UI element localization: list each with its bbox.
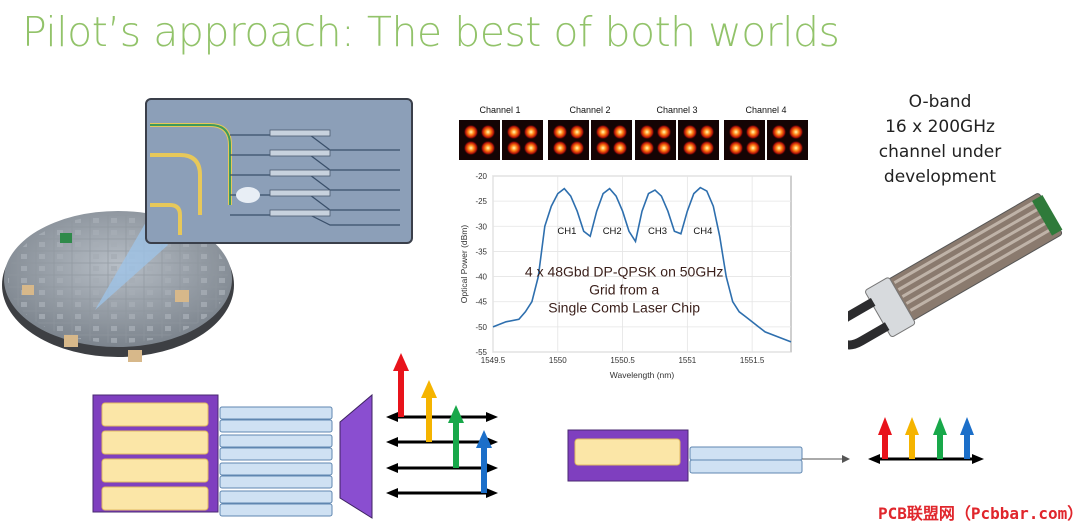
eye-panel <box>678 120 719 160</box>
bidirectional-arrow <box>386 412 498 422</box>
bidirectional-arrow <box>386 488 498 498</box>
y-tick-label: -25 <box>475 197 487 206</box>
pic-zoom-panel <box>145 98 413 244</box>
eye-panel <box>724 120 765 160</box>
eye-panel <box>502 120 543 160</box>
x-tick-label: 1550 <box>549 356 567 365</box>
transceiver-module <box>848 193 1063 350</box>
plot-area <box>492 175 792 353</box>
channel-label: Channel 3 <box>656 105 697 115</box>
eye-panel <box>459 120 500 160</box>
wavelength-arrow <box>960 417 974 459</box>
y-tick-label: -20 <box>475 172 487 181</box>
eye-panel <box>767 120 808 160</box>
bidirectional-arrow <box>868 454 984 464</box>
laser-cell <box>101 458 209 483</box>
bidirectional-arrow <box>386 463 498 473</box>
laser-cell <box>101 486 209 511</box>
x-tick-label: 1550.5 <box>610 356 635 365</box>
chart-annotation: 4 x 48Gbd DP-QPSK on 50GHz <box>525 264 723 280</box>
wavelength-arrow <box>878 417 892 459</box>
oband-line: 16 x 200GHz <box>885 117 995 137</box>
oband-line: development <box>883 167 997 187</box>
spectrum-line <box>492 186 792 343</box>
laser-cell <box>574 438 681 466</box>
peak-label: CH2 <box>603 226 622 237</box>
wavelength-arrow <box>393 353 409 417</box>
chart-annotation: Grid from a <box>589 282 659 298</box>
wavelength-arrow <box>476 430 492 493</box>
y-axis-label: Optical Power (dBm) <box>459 225 469 304</box>
y-tick-label: -50 <box>475 323 487 332</box>
watermark: PCB联盟网（Pcbbar.com） <box>878 504 1080 523</box>
eye-panel <box>591 120 632 160</box>
wavelength-arrow <box>905 417 919 459</box>
x-axis-label: Wavelength (nm) <box>610 370 675 380</box>
oband-line: channel under <box>878 142 1002 162</box>
slide-title: Pilot’s approach: The best of both world… <box>22 8 840 56</box>
peak-label: CH3 <box>648 226 667 237</box>
channel-eye-images: Channel 1 Channel 2 Channel 3 Channel 4 <box>459 105 808 160</box>
peak-label: CH4 <box>693 226 712 237</box>
peak-label: CH1 <box>557 226 576 237</box>
x-tick-label: 1551 <box>678 356 696 365</box>
oband-line: O-band <box>908 92 972 112</box>
wafer-illustration <box>2 98 413 362</box>
channel-label: Channel 1 <box>479 105 520 115</box>
chart-annotation: Single Comb Laser Chip <box>548 300 700 316</box>
y-tick-label: -45 <box>475 298 487 307</box>
y-tick-label: -40 <box>475 273 487 282</box>
channel-label: Channel 4 <box>745 105 786 115</box>
wavelength-arrow <box>933 417 947 459</box>
channel-label: Channel 2 <box>569 105 610 115</box>
laser-cell <box>101 402 209 427</box>
y-tick-label: -55 <box>475 348 487 357</box>
wavelength-arrow <box>421 380 437 442</box>
y-tick-label: -35 <box>475 247 487 256</box>
laser-cell <box>101 430 209 455</box>
x-tick-label: 1551.5 <box>740 356 765 365</box>
multi-laser-diagram <box>92 353 498 519</box>
comb-laser-diagram <box>567 417 984 482</box>
y-tick-label: -30 <box>475 222 487 231</box>
x-tick-label: 1549.5 <box>481 356 506 365</box>
mux <box>339 393 373 519</box>
spectrum-chart: 1549.5 1550 1550.5 1551 1551.5 -20 -25 -30 -35 -4… <box>459 172 792 380</box>
oband-description: O-band 16 x 200GHz channel under develop… <box>870 90 1010 190</box>
wavelength-arrow <box>448 405 464 468</box>
eye-panel <box>548 120 589 160</box>
eye-panel <box>635 120 676 160</box>
